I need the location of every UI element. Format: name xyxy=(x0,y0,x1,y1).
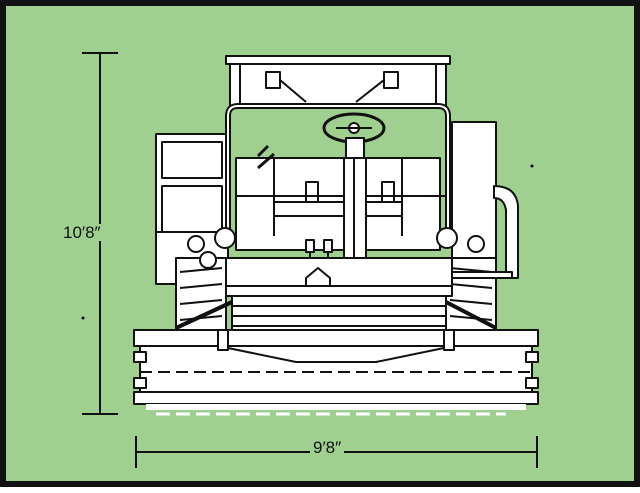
machine-front-view xyxy=(81,52,539,468)
width-dimension-label: 9′8″ xyxy=(310,439,345,456)
steering-wheel xyxy=(322,112,386,259)
struts xyxy=(175,300,497,330)
headlights xyxy=(187,227,485,269)
height-dimension-label: 10′8″ xyxy=(60,224,104,241)
upper-canopy xyxy=(225,55,451,109)
right-housing xyxy=(451,121,519,279)
screed-assembly xyxy=(133,329,539,416)
operator-frame xyxy=(225,103,451,251)
speck-dots xyxy=(81,164,534,320)
